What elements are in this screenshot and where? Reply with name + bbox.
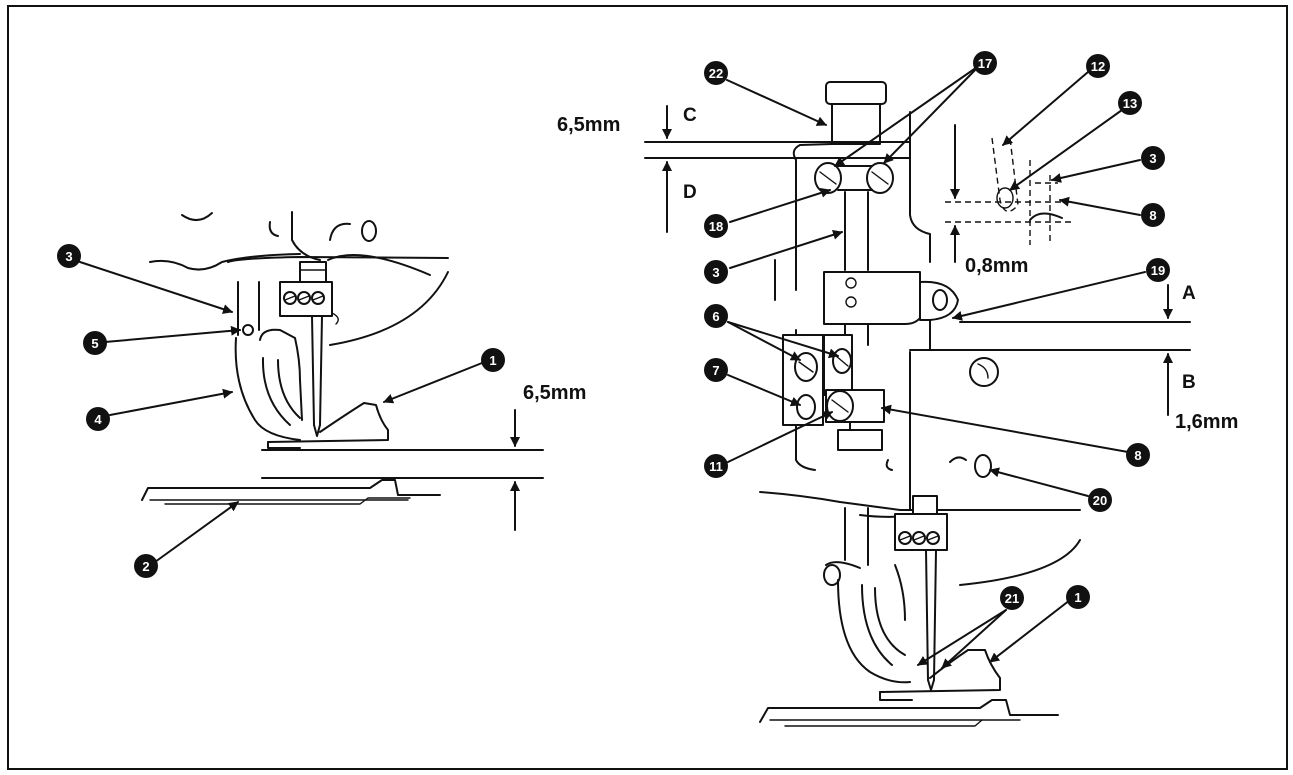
callout-left-2: 2 (134, 554, 158, 578)
callout-20: 20 (1088, 488, 1112, 512)
svg-text:11: 11 (709, 459, 723, 474)
svg-text:1: 1 (1074, 590, 1081, 605)
callout-18: 18 (704, 214, 728, 238)
svg-text:13: 13 (1123, 96, 1137, 111)
figure-frame (7, 5, 1288, 770)
callout-left-4: 4 (86, 407, 110, 431)
callout-left-3: 3 (57, 244, 81, 268)
svg-text:3: 3 (65, 249, 72, 264)
label-b: B (1182, 372, 1196, 393)
bottom-gap-dimension: 1,6mm (1175, 411, 1238, 433)
callout-left-5: 5 (83, 331, 107, 355)
svg-text:17: 17 (978, 56, 992, 71)
callout-8-collar: 8 (1126, 443, 1150, 467)
left-machine-drawing (141, 211, 544, 531)
svg-text:19: 19 (1151, 263, 1165, 278)
svg-text:7: 7 (712, 363, 719, 378)
svg-text:20: 20 (1093, 493, 1107, 508)
label-c: C (683, 105, 697, 126)
svg-text:5: 5 (91, 336, 98, 351)
svg-text:2: 2 (142, 559, 149, 574)
label-d: D (683, 182, 697, 203)
callout-3-bar: 3 (704, 260, 728, 284)
callout-12: 12 (1086, 54, 1110, 78)
callout-3-inset: 3 (1141, 146, 1165, 170)
left-leader-lines (79, 261, 483, 563)
svg-text:1: 1 (489, 353, 496, 368)
callout-11: 11 (704, 454, 728, 478)
callout-19: 19 (1146, 258, 1170, 282)
svg-text:8: 8 (1134, 448, 1141, 463)
callout-8-inset: 8 (1141, 203, 1165, 227)
svg-text:3: 3 (712, 265, 719, 280)
svg-text:22: 22 (709, 66, 723, 81)
svg-text:6: 6 (712, 309, 719, 324)
callout-7: 7 (704, 358, 728, 382)
small-gap-dimension: 0,8mm (965, 255, 1028, 277)
right-machine-drawing (644, 81, 1191, 727)
callout-1-right: 1 (1066, 585, 1090, 609)
svg-text:8: 8 (1149, 208, 1156, 223)
svg-text:18: 18 (709, 219, 723, 234)
callout-21: 21 (1000, 586, 1024, 610)
callout-left-1: 1 (481, 348, 505, 372)
right-leader-lines (726, 64, 1146, 669)
top-gap-dimension: 6,5mm (557, 114, 620, 136)
callout-22: 22 (704, 61, 728, 85)
callout-13: 13 (1118, 91, 1142, 115)
svg-text:3: 3 (1149, 151, 1156, 166)
svg-text:12: 12 (1091, 59, 1105, 74)
callout-17: 17 (973, 51, 997, 75)
label-a: A (1182, 283, 1196, 304)
left-gap-dimension: 6,5mm (523, 382, 586, 404)
svg-text:21: 21 (1005, 591, 1019, 606)
svg-text:4: 4 (94, 412, 102, 427)
callout-6: 6 (704, 304, 728, 328)
